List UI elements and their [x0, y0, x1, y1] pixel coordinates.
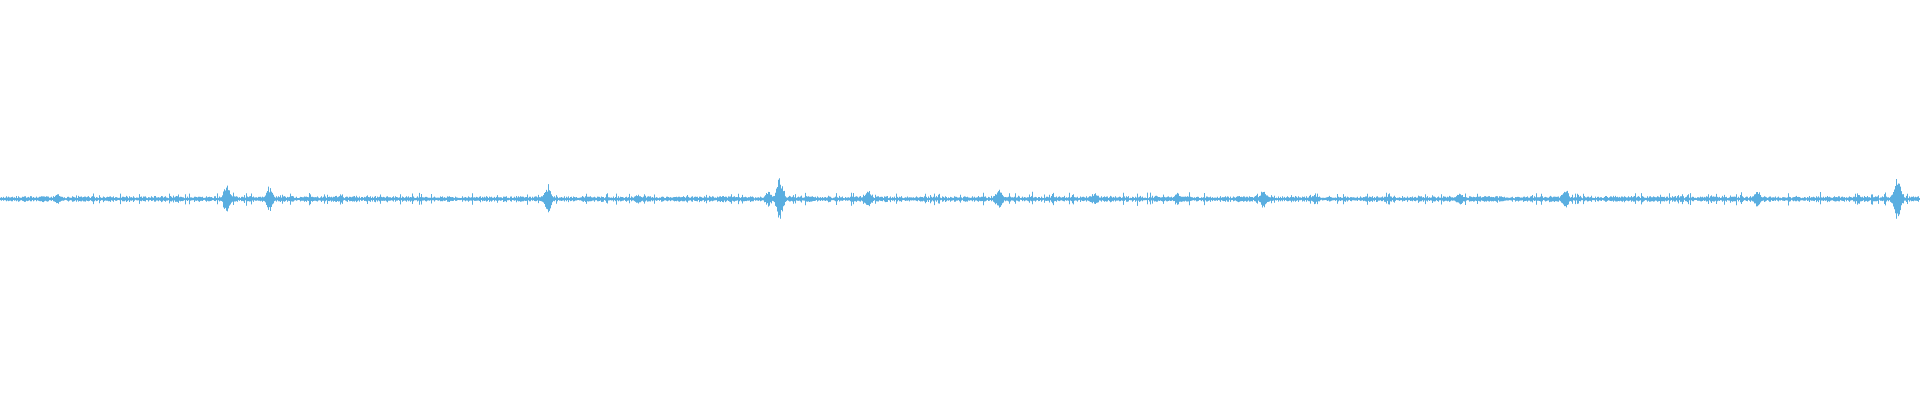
- waveform-trace: [0, 178, 1920, 219]
